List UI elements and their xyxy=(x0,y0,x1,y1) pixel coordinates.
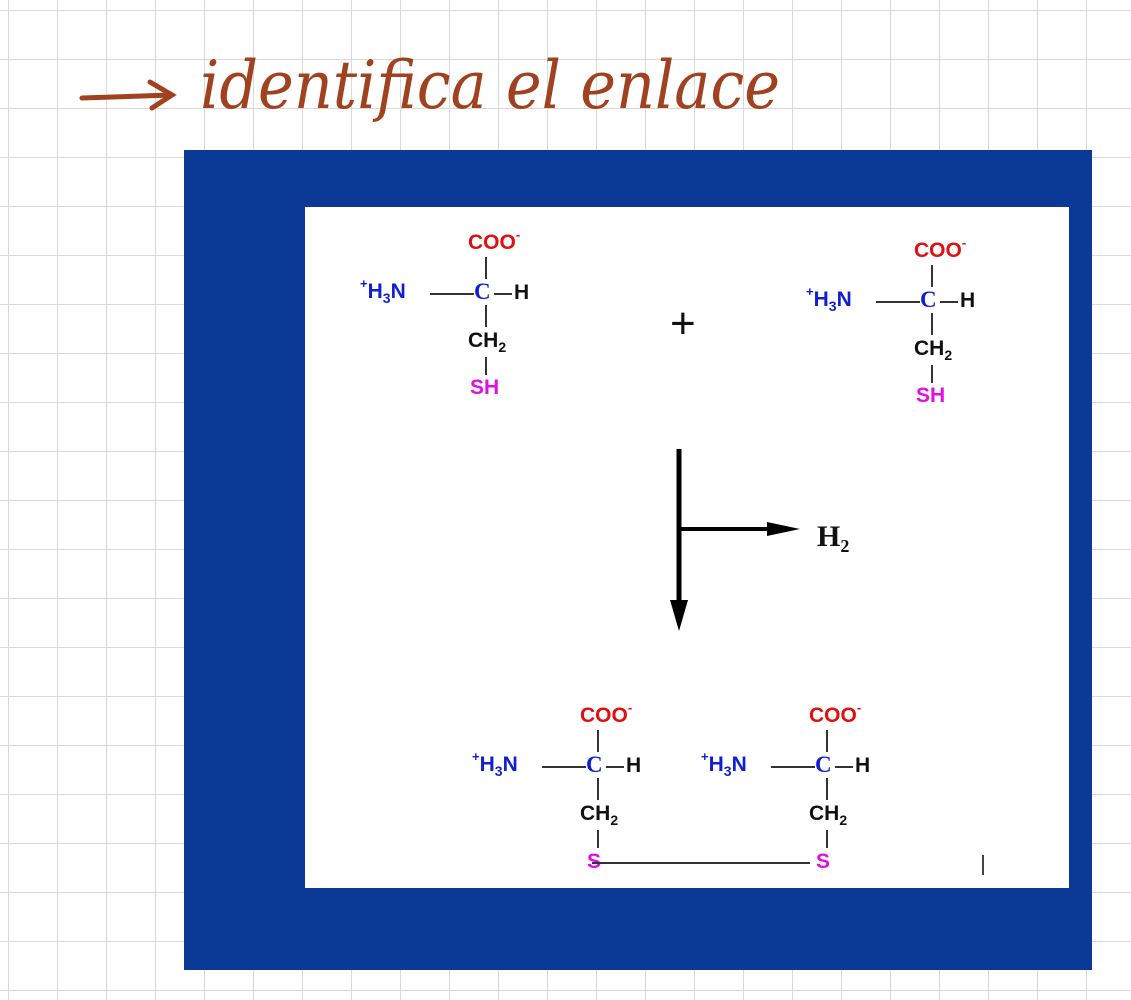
sulfur-atom: S xyxy=(816,850,831,873)
amino-group: +H3N xyxy=(360,276,406,306)
sulfur-atom: S xyxy=(587,851,601,872)
product-right-residue: COO- +H3N C H CH2 S xyxy=(701,700,921,882)
plus-sign: + xyxy=(670,299,696,348)
methylene-group: CH2 xyxy=(809,802,848,828)
methylene-group: CH2 xyxy=(914,337,953,363)
text-cursor-icon xyxy=(982,855,984,875)
amino-group: +H3N xyxy=(806,284,852,314)
reactant-right-cysteine: COO- +H3N C H CH2 SH xyxy=(806,235,1026,417)
alpha-hydrogen: H xyxy=(855,754,871,777)
thiol-group: SH xyxy=(916,384,946,407)
product-left-residue: COO- +H3N C H CH2 S xyxy=(472,700,692,882)
carboxylate-group: COO- xyxy=(468,227,521,254)
carboxylate-group: COO- xyxy=(809,700,862,727)
alpha-hydrogen: H xyxy=(626,754,642,777)
arrow-icon xyxy=(79,79,177,111)
handwritten-text: identifica el enlace xyxy=(200,47,780,124)
carboxylate-group: COO- xyxy=(914,235,967,262)
alpha-carbon: C xyxy=(474,279,491,304)
alpha-carbon: C xyxy=(920,287,937,312)
methylene-group: CH2 xyxy=(580,802,619,828)
hydrogen-byproduct: H2 xyxy=(817,520,850,556)
reaction-panel: COO- +H3N C H CH2 SH + COO- +H3N C H CH2… xyxy=(305,207,1069,888)
alpha-carbon: C xyxy=(586,752,603,777)
disulfide-bond xyxy=(592,862,810,864)
thiol-group: SH xyxy=(470,376,500,399)
amino-group: +H3N xyxy=(701,749,747,779)
amino-group: +H3N xyxy=(472,749,518,779)
carboxylate-group: COO- xyxy=(580,700,633,727)
reactant-left-cysteine: COO- +H3N C H CH2 SH xyxy=(360,227,580,409)
handwritten-note: identifica el enlace xyxy=(79,47,780,124)
alpha-hydrogen: H xyxy=(960,289,976,312)
methylene-group: CH2 xyxy=(468,329,507,355)
alpha-carbon: C xyxy=(815,752,832,777)
reaction-arrow-icon xyxy=(670,449,800,631)
alpha-hydrogen: H xyxy=(514,281,530,304)
